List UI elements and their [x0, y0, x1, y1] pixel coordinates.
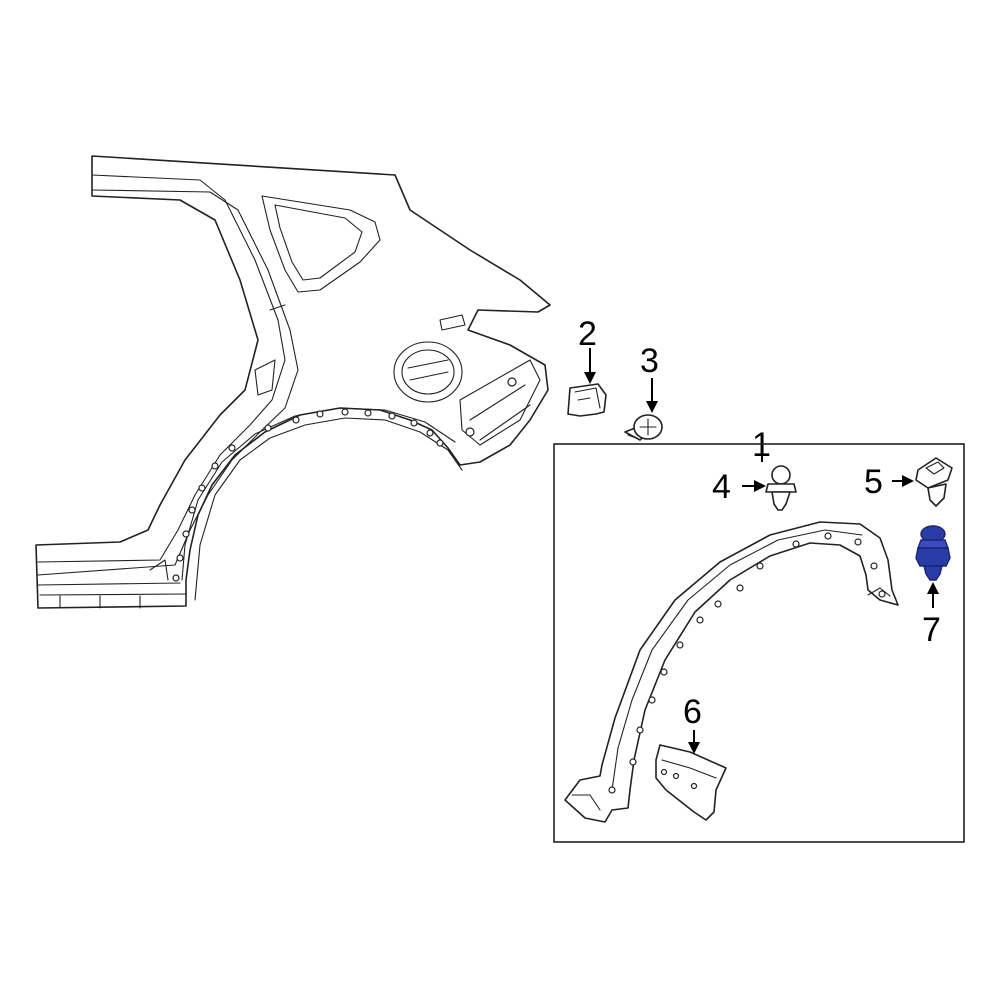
part-5-retainer: [915, 457, 953, 507]
part-1-fender-flare: [564, 521, 899, 823]
callout-4: 4: [712, 468, 731, 506]
quarter-panel: [35, 155, 551, 609]
part-6-mud-flap: [655, 744, 727, 821]
callout-6: 6: [683, 693, 702, 731]
arch-holes: [172, 408, 444, 582]
fuel-door: [393, 341, 463, 403]
callout-1: 1: [752, 426, 771, 464]
part-3-screw: [624, 414, 663, 441]
part-7-grommet-highlighted: [915, 525, 951, 581]
part-7-body: [915, 547, 951, 567]
callout-3: 3: [640, 342, 659, 380]
part-2-bracket: [567, 383, 607, 417]
callout-5: 5: [864, 463, 883, 501]
part-7-stem: [923, 565, 943, 581]
part-4-clip: [765, 465, 797, 511]
callout-7: 7: [922, 611, 941, 649]
part-1-kit-box: [553, 443, 965, 843]
callout-2: 2: [578, 315, 597, 353]
